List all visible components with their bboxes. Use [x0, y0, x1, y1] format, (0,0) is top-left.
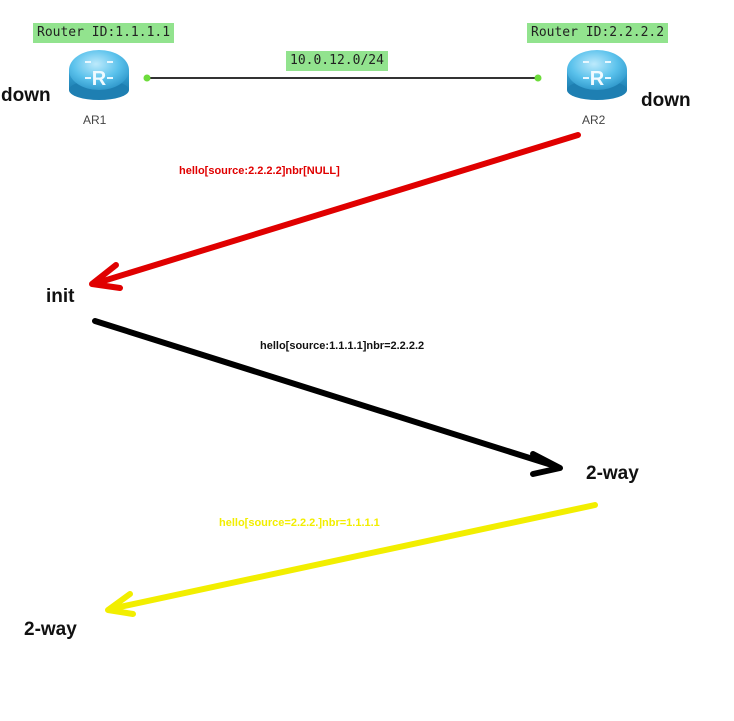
hello-arrow-2: [92, 318, 563, 477]
ar1-router-id-label: Router ID:1.1.1.1: [33, 23, 175, 43]
ar1-2way-state: 2-way: [24, 619, 77, 640]
ar2-initial-state: down: [641, 90, 691, 111]
link-line: [143, 74, 542, 82]
hello-message-1: hello[source:2.2.2.2]nbr[NULL]: [179, 165, 340, 177]
ar1-initial-state: down: [1, 85, 51, 106]
ar2-name-label: AR2: [582, 113, 606, 127]
hello-message-3: hello[source=2.2.2.]nbr=1.1.1.1: [219, 517, 380, 529]
svg-text:R: R: [590, 68, 605, 90]
ar1-init-state: init: [46, 286, 75, 307]
router-icon: R: [567, 50, 627, 100]
ar1-name-label: AR1: [83, 113, 107, 127]
ar2-router-id-label: Router ID:2.2.2.2: [527, 23, 669, 43]
svg-text:R: R: [92, 68, 107, 90]
link-subnet-label: 10.0.12.0/24: [286, 51, 388, 71]
router-icon: R: [69, 50, 129, 100]
hello-arrow-3: [105, 502, 598, 617]
hello-message-2: hello[source:1.1.1.1]nbr=2.2.2.2: [260, 340, 425, 352]
hello-arrow-1: [89, 132, 581, 291]
ar2-2way-state: 2-way: [586, 463, 639, 484]
